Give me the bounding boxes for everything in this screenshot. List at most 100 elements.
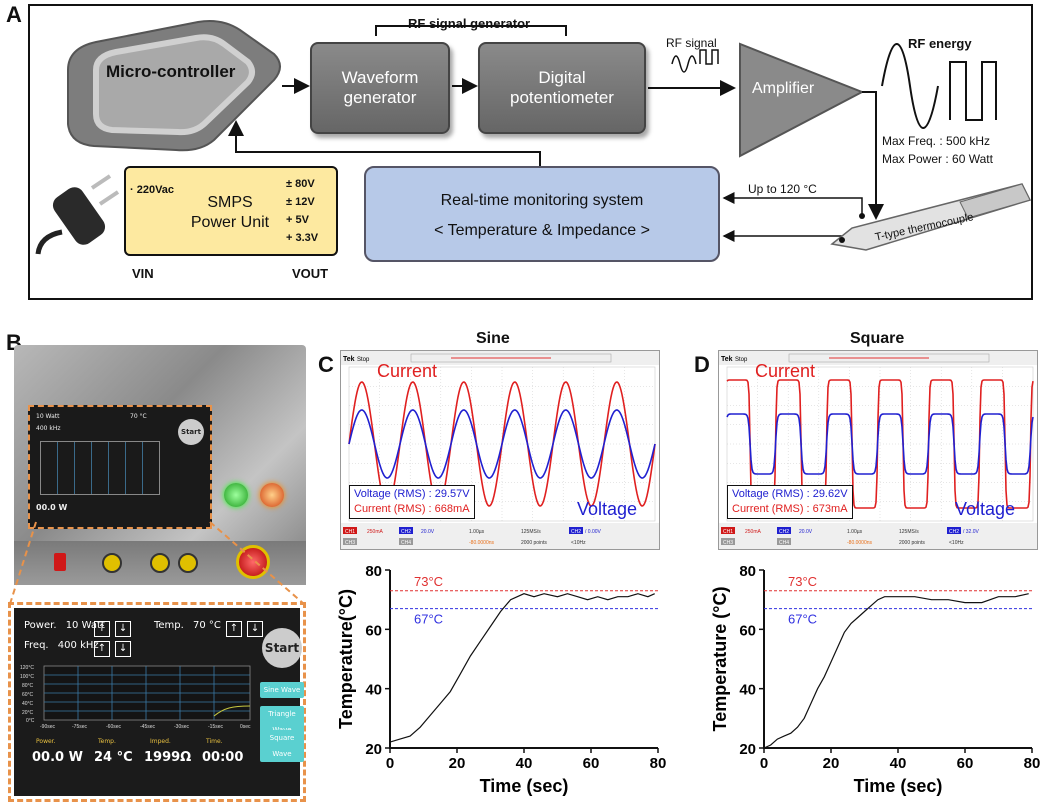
scope-c-footer: 1.00µs (469, 529, 485, 535)
smps-output-3v3: + 3.3V (286, 232, 319, 244)
chart-c-ytick-label: 20 (365, 741, 382, 758)
device-screen-small: 10 Watt 70 °C 400 kHz Start 00.0 W (28, 405, 212, 529)
panel-a-connectors (35, 20, 1032, 255)
waveform-generator-box: Waveform generator (310, 42, 450, 134)
smps-output-12v: ± 12V (286, 196, 315, 208)
readout-time: 00:00 (202, 750, 244, 765)
freq-value: 400 kHz (57, 640, 99, 651)
scope-c-current-rms: Current (RMS) : 668mA (354, 503, 470, 515)
zoomed-touchscreen: Power. 10 Watt ↑ ↓ Temp. 70 °C ↑ ↓ Freq.… (14, 608, 304, 796)
rtm-subtitle: < Temperature & Impedance > (434, 222, 650, 239)
sine-wave-button[interactable]: Sine Wave (260, 682, 304, 698)
scope-c: Tek Stop CH1 250mA CH2 20.0V 1.00µs 125M… (340, 350, 660, 550)
device-front-strip (14, 541, 306, 585)
zoom-ytick: 120°C (20, 665, 34, 671)
temp-up-button[interactable]: ↑ (226, 621, 242, 637)
scope-d-footer: / 32.0V (963, 529, 980, 535)
scope-c-voltage-rms: Voltage (RMS) : 29.57V (354, 488, 470, 500)
scope-d-voltage-label: Voltage (955, 499, 1016, 519)
digital-potentiometer-line1: Digital (538, 68, 586, 87)
chart-c-ylabel: Temperature(°C) (336, 589, 356, 729)
zoom-ytick: 60°C (22, 692, 34, 698)
emergency-stop-button[interactable] (236, 545, 270, 579)
square-wave-button[interactable]: Square Wave (260, 730, 304, 762)
green-indicator-light (224, 483, 248, 507)
vin-label: VIN (132, 266, 154, 281)
scope-d-rms-box: Voltage (RMS) : 29.62V Current (RMS) : 6… (727, 485, 853, 519)
zoomed-screen-frame: Power. 10 Watt ↑ ↓ Temp. 70 °C ↑ ↓ Freq.… (8, 602, 306, 802)
scope-d-footer: CH4 (779, 540, 789, 546)
zoom-xtick: -60sec (106, 724, 122, 730)
rf-generator-group-label: RF signal generator (408, 16, 531, 31)
chart-c-xlabel: Time (sec) (480, 776, 569, 796)
freq-down-button[interactable]: ↓ (115, 641, 132, 657)
digital-potentiometer-box: Digital potentiometer (478, 42, 646, 134)
chart-c-ytick-label: 80 (365, 563, 382, 580)
digital-potentiometer-line2: potentiometer (510, 88, 614, 107)
zoom-xtick: -15sec (208, 724, 224, 730)
scope-d-footer: 250mA (745, 529, 762, 535)
scope-c-footer: CH1 (345, 529, 355, 535)
temp-down-button[interactable]: ↓ (247, 621, 264, 637)
readout-label-imped: Imped. (150, 738, 171, 745)
scope-c-footer: CH2 (401, 529, 411, 535)
scope-d-footer: CH2 (949, 529, 959, 535)
scope-d-footer: -80.0000ns (847, 540, 873, 546)
scope-c-tek: Tek (343, 356, 355, 363)
zoom-freq-row: Freq. 400 kHz (24, 640, 99, 651)
chart-c-xtick-label: 20 (449, 755, 466, 772)
scope-c-footer: 250mA (367, 529, 384, 535)
zoom-ytick: 0°C (26, 718, 35, 724)
smps-input-label: · 220Vac (130, 184, 175, 196)
temp-value: 70 °C (193, 620, 221, 631)
scope-c-footer: 2000 points (521, 540, 547, 546)
red-indicator-light (260, 483, 284, 507)
connector-1 (102, 553, 122, 573)
small-freq-text: 400 kHz (36, 425, 61, 432)
scope-c-footer: -80.0000ns (469, 540, 495, 546)
chart-c-reference-label: 67°C (414, 612, 443, 627)
small-start-button[interactable]: Start (178, 419, 204, 445)
power-plug-icon (35, 174, 120, 255)
amplifier-label: Amplifier (752, 80, 815, 97)
smps-output-80v: ± 80V (286, 178, 315, 190)
chart-c-reference-label: 73°C (414, 574, 443, 589)
chart-d-xtick-label: 80 (1024, 755, 1041, 772)
chart-d-xtick-label: 60 (957, 755, 974, 772)
scope-d-tek: Tek (721, 356, 733, 363)
power-switch[interactable] (54, 553, 66, 571)
zoom-ytick: 40°C (22, 701, 34, 707)
scope-d-stop: Stop (735, 357, 748, 363)
small-temp-text: 70 °C (130, 413, 147, 420)
zoom-power-row: Power. 10 Watt (24, 620, 105, 631)
zoom-xtick: -75sec (72, 724, 88, 730)
chart-d-xtick-label: 20 (823, 755, 840, 772)
power-label: Power. (24, 620, 57, 631)
zoom-temperature-graph: 120°C 100°C 80°C 60°C 40°C 20°C 0°C -90s… (20, 665, 251, 730)
power-up-button[interactable]: ↑ (94, 621, 110, 637)
panel-c-letter: C (318, 352, 334, 377)
start-button[interactable]: Start (262, 628, 302, 668)
chart-c-ytick-label: 40 (365, 682, 382, 699)
chart-d-temperature-line (763, 593, 1029, 749)
smps-title-line1: SMPS (207, 194, 253, 211)
freq-up-button[interactable]: ↑ (94, 641, 110, 657)
chart-c-xtick-label: 40 (516, 755, 533, 772)
readout-temp: 24 °C (94, 750, 133, 765)
waveform-generator-line1: Waveform (341, 68, 419, 87)
scope-d-footer: 125MS/s (899, 529, 919, 535)
small-power-text: 10 Watt (36, 413, 60, 420)
scope-c-footer: 20.0V (421, 529, 435, 535)
rf-signal-label: RF signal (666, 36, 717, 50)
freq-steppers: ↑ ↓ (94, 636, 132, 657)
smps-power-unit: · 220Vac SMPS Power Unit ± 80V ± 12V + 5… (124, 166, 338, 256)
zoom-xtick: 0sec (240, 724, 251, 730)
scope-c-title: Sine (476, 330, 510, 347)
zoom-xtick: -90sec (40, 724, 56, 730)
power-down-button[interactable]: ↓ (115, 621, 132, 637)
chart-d-xlabel: Time (sec) (854, 776, 943, 796)
chart-c-temperature-line (389, 593, 655, 743)
scope-d-footer: CH2 (779, 529, 789, 535)
